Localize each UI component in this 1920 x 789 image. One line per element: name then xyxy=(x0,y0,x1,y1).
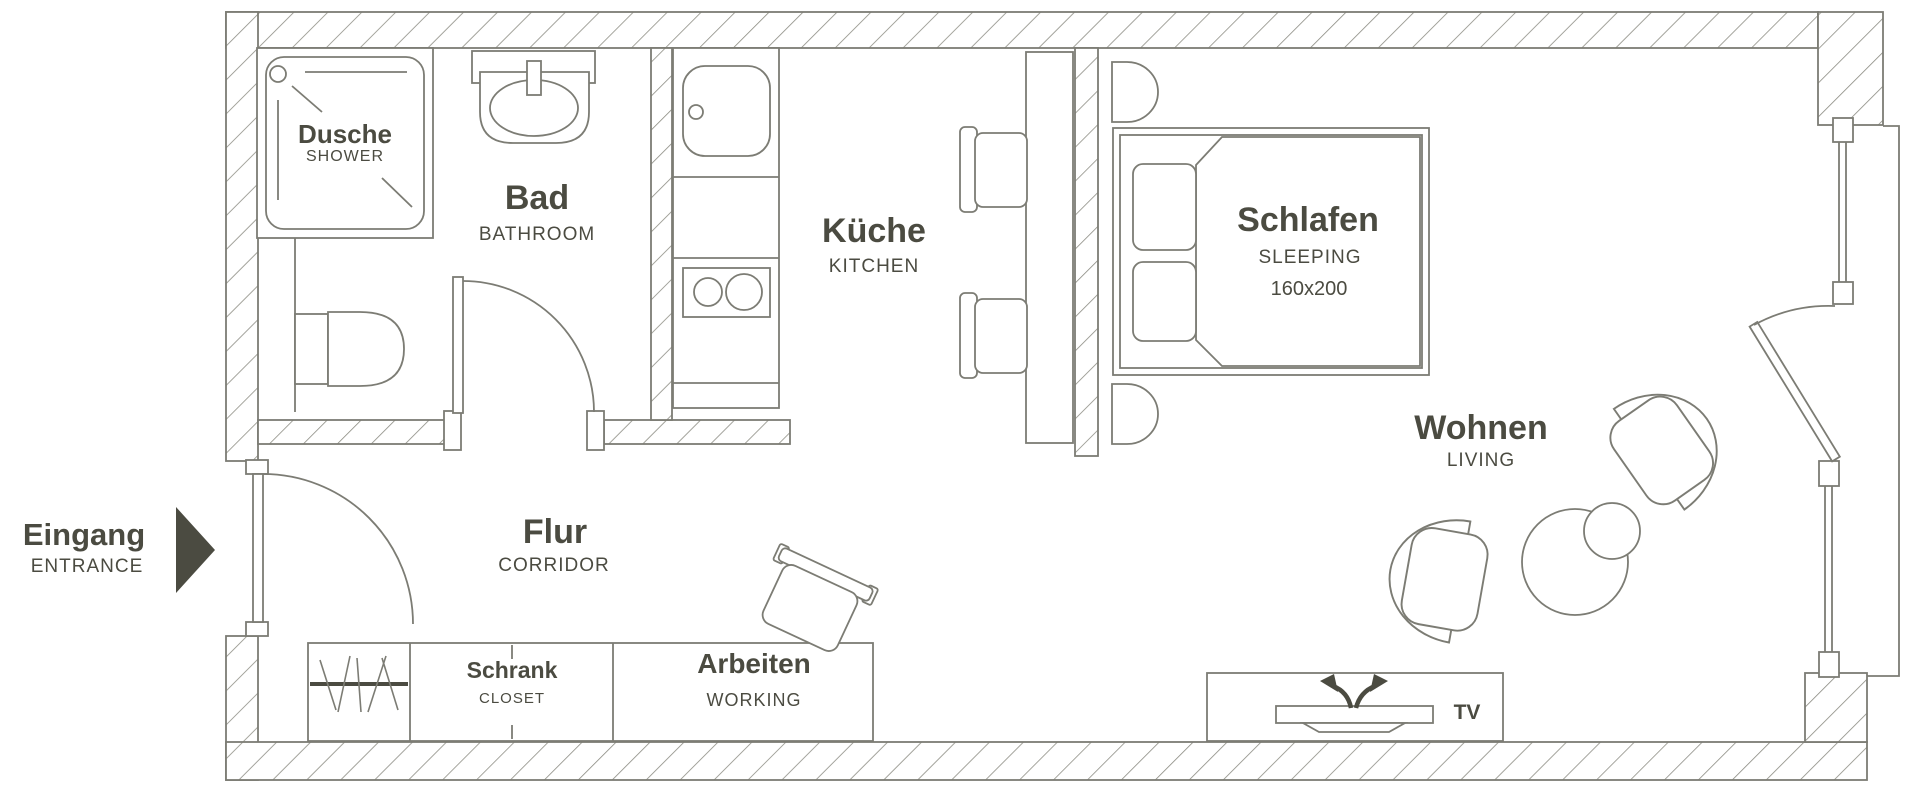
toilet-icon xyxy=(294,311,405,387)
kitchen-sublabel: KITCHEN xyxy=(828,256,920,277)
kitchen-counter-icon xyxy=(672,47,780,409)
entrance-door-jamb-bottom xyxy=(245,621,269,637)
kitchen-label: Küche xyxy=(822,212,926,250)
bathroom-door-swing xyxy=(462,280,595,413)
corridor-label: Flur xyxy=(522,513,588,551)
living-sublabel: LIVING xyxy=(1446,450,1516,471)
sleeping-label: Schlafen xyxy=(1237,201,1379,239)
closet-label: Schrank xyxy=(466,657,558,683)
bed-pillow xyxy=(1132,163,1197,251)
bathroom-label: Bad xyxy=(504,179,570,217)
washbasin-faucet-icon xyxy=(526,60,542,96)
wall-bath-south-left xyxy=(257,419,446,445)
entrance-sublabel: ENTRANCE xyxy=(30,556,144,577)
window-upper-icon xyxy=(1832,117,1854,305)
wall-kitchen-bedroom xyxy=(1074,47,1099,457)
stove-icon xyxy=(682,267,771,318)
wall-bath-south-right xyxy=(603,419,791,445)
bathroom-door xyxy=(443,276,605,451)
nightstand-icon xyxy=(1111,61,1159,123)
living-label: Wohnen xyxy=(1414,409,1548,447)
entrance-label: Eingang xyxy=(22,517,146,552)
sleeping-sublabel: SLEEPING xyxy=(1258,247,1362,268)
window-lower-icon xyxy=(1818,460,1840,678)
entrance-arrow-icon xyxy=(176,507,215,593)
bed-size-label: 160x200 xyxy=(1270,278,1348,300)
bathroom-door-jamb-left xyxy=(443,410,462,451)
armchair-icon xyxy=(1378,508,1495,648)
wall-left-upper xyxy=(225,11,259,462)
corridor-sublabel: CORRIDOR xyxy=(498,555,610,576)
entrance-door-swing xyxy=(262,473,414,625)
walls xyxy=(225,11,1884,781)
closet-sublabel: CLOSET xyxy=(478,690,546,707)
bed-duvet xyxy=(1195,136,1421,367)
wall-top-right-block xyxy=(1817,11,1884,126)
shower-icon xyxy=(256,47,434,239)
wall-bath-kitchen xyxy=(650,47,673,421)
entrance-door-leaf xyxy=(252,473,264,623)
shower-room-sublabel: SHOWER xyxy=(306,148,384,165)
side-table-icon xyxy=(1521,502,1641,616)
coat-rack-icon xyxy=(310,655,408,713)
wall-bottom-right-block xyxy=(1804,672,1868,743)
entrance-door xyxy=(245,459,414,637)
bar-counter-icon xyxy=(1025,51,1074,444)
kitchen-sink-icon xyxy=(682,65,771,157)
balcony-door-leaf xyxy=(1748,320,1842,463)
armchair-icon xyxy=(1594,367,1743,524)
bed-pillow xyxy=(1132,261,1197,342)
wall-bottom xyxy=(225,741,1868,781)
bar-stool-icon xyxy=(959,126,1028,213)
bathroom-sublabel: BATHROOM xyxy=(478,224,596,245)
balcony-door-swing xyxy=(1753,304,1836,326)
shower-room-label: Dusche xyxy=(298,119,392,149)
washbasin-icon xyxy=(471,50,596,144)
tv-swivel-arrows-icon xyxy=(1320,674,1388,709)
nightstand-icon xyxy=(1111,383,1159,445)
bathroom-door-jamb-right xyxy=(586,410,605,451)
tv-screen-icon xyxy=(1275,705,1434,724)
working-label: Arbeiten xyxy=(697,648,811,679)
shower-head-icon xyxy=(269,65,287,83)
tv-label: TV xyxy=(1453,701,1481,724)
balcony-door xyxy=(1748,304,1842,463)
bathroom-door-leaf xyxy=(452,276,464,414)
wall-top xyxy=(225,11,1819,49)
entrance-door-jamb-top xyxy=(245,459,269,475)
desk-chair-icon xyxy=(761,543,879,652)
tv-stand-icon xyxy=(1299,722,1409,733)
bar-stool-icon xyxy=(959,292,1028,379)
balcony-outline xyxy=(1867,125,1900,677)
bed-icon xyxy=(1112,127,1430,376)
cabinet-run xyxy=(307,642,874,742)
working-sublabel: WORKING xyxy=(706,690,802,710)
